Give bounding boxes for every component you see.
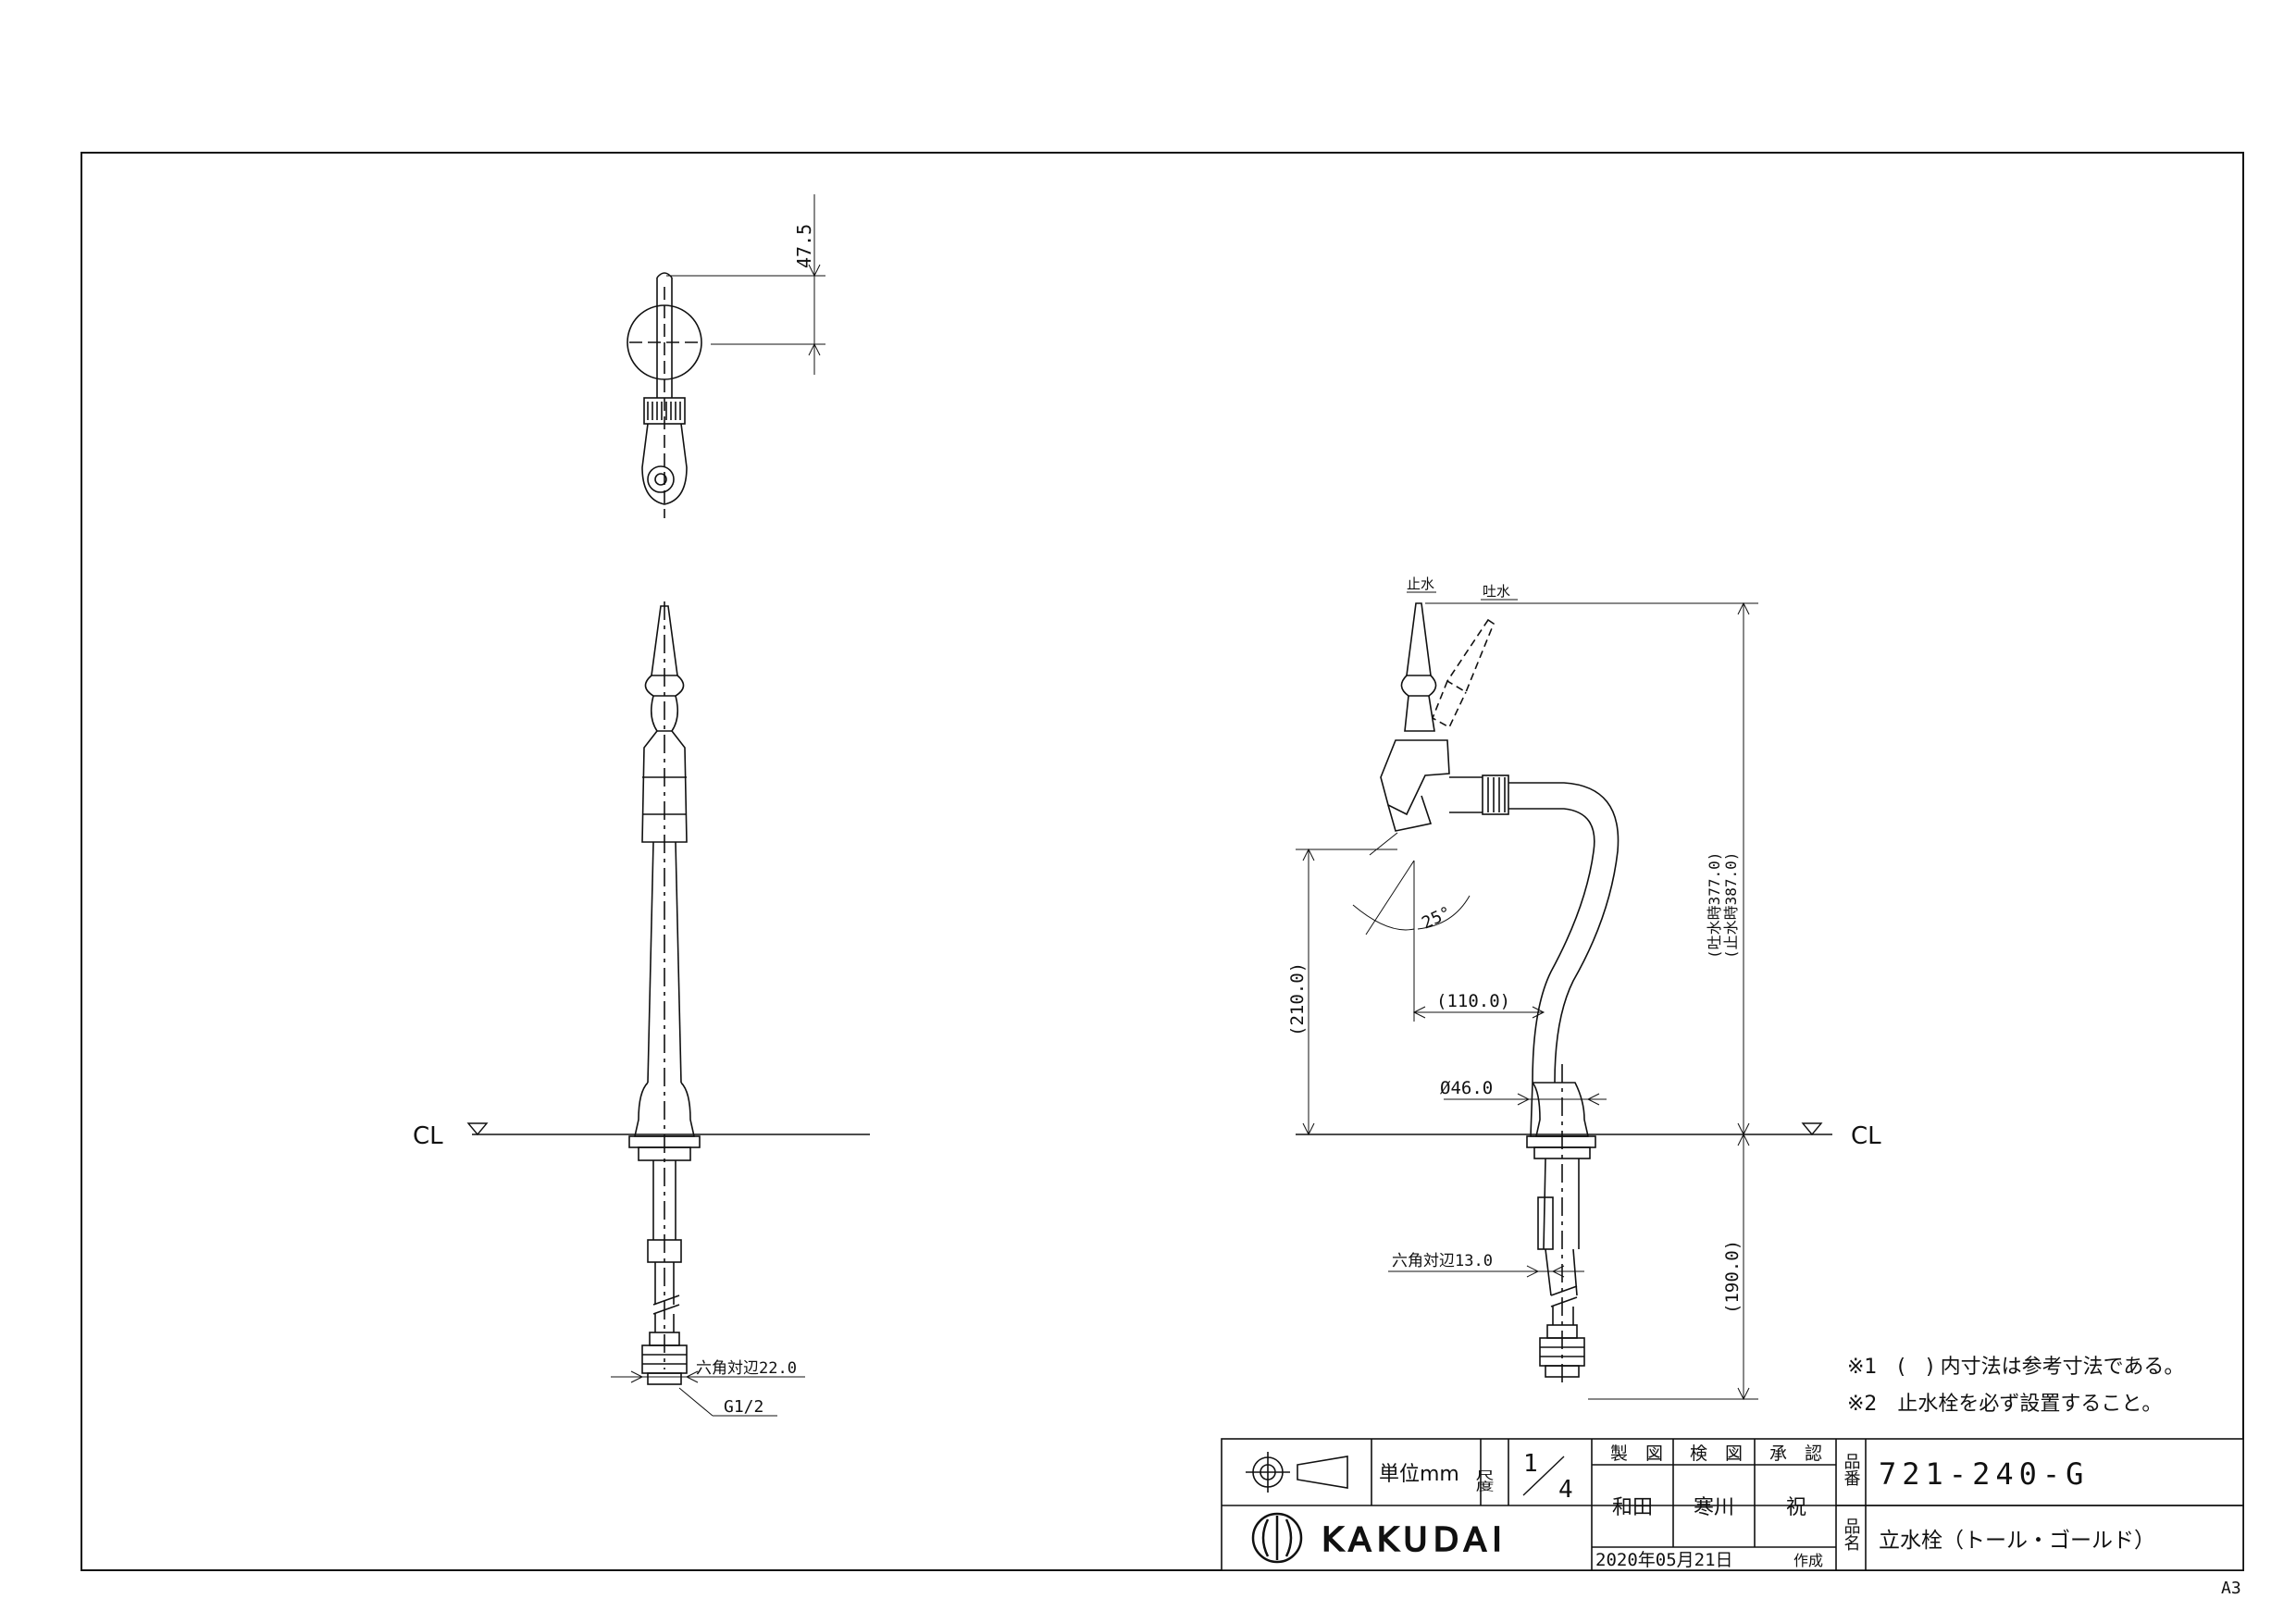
dim-47-5: 47.5 (793, 224, 815, 268)
dim-below-190: (190.0) (1722, 1240, 1743, 1314)
title-block (1221, 1438, 2244, 1571)
checked-by: 寒川 (1694, 1496, 1734, 1519)
approved-by: 祝 (1786, 1496, 1806, 1519)
checked-header: 検 図 (1690, 1443, 1743, 1464)
note-2: ※2 止水栓を必ず設置すること。 (1847, 1393, 2162, 1416)
scale-numerator: 1 (1523, 1450, 1538, 1478)
label-stop: 止水 (1407, 576, 1434, 592)
label-flow: 吐水 (1483, 583, 1510, 600)
drawn-by: 和田 (1612, 1496, 1653, 1519)
part-number-label: 品番 (1842, 1453, 1861, 1486)
part-name-label: 品名 (1842, 1518, 1861, 1551)
unit-label: 単位mm (1379, 1463, 1459, 1486)
dim-thread-g1-2: G1/2 (724, 1397, 763, 1417)
side-view (1296, 591, 1832, 1401)
top-view (627, 194, 825, 518)
scale-divider (1522, 1456, 1565, 1496)
part-number: 721-240-G (1879, 1456, 2089, 1492)
part-name: 立水栓（トール・ゴールド） (1879, 1529, 2155, 1553)
dim-reach-110: (110.0) (1436, 991, 1510, 1011)
note-1: ※1 ( ) 内寸法は参考寸法である。 (1847, 1356, 2184, 1379)
dim-dia-46: Ø46.0 (1440, 1078, 1493, 1098)
svg-text:(吐水時377.0): (吐水時377.0) (1706, 852, 1723, 959)
drawn-header: 製 図 (1610, 1443, 1663, 1464)
scale-label: 尺度 (1472, 1469, 1495, 1492)
dim-hex-22: 六角対辺22.0 (696, 1359, 797, 1378)
dim-height-377-387: (吐水時377.0) (止水時387.0) (1706, 852, 1740, 959)
dim-hex-13: 六角対辺13.0 (1392, 1252, 1493, 1270)
scale-denominator: 4 (1558, 1476, 1573, 1504)
kakudai-logo (1251, 1512, 1303, 1564)
approved-header: 承 認 (1769, 1443, 1822, 1464)
brand-name: KAKUDAI (1322, 1521, 1508, 1559)
projection-symbol-icon (1246, 1452, 1348, 1493)
cl-label-right: CL (1851, 1122, 1881, 1150)
front-view (466, 601, 870, 1417)
dim-angle-25: 25° (1419, 903, 1454, 934)
drawing-border (81, 152, 2244, 1571)
cl-label-left: CL (413, 1122, 443, 1150)
dim-height-210: (210.0) (1287, 962, 1308, 1036)
created-date: 2020年05月21日 (1595, 1550, 1733, 1570)
sheet-size: A3 (2221, 1579, 2241, 1598)
svg-text:(止水時387.0): (止水時387.0) (1722, 852, 1740, 959)
created-suffix: 作成 (1793, 1552, 1823, 1569)
